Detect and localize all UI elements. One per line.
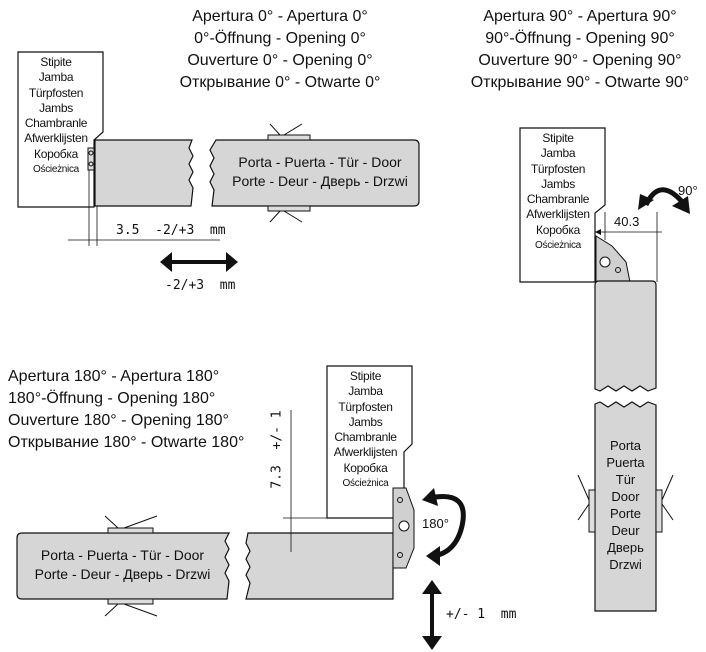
door-line: Porte - Deur - Дверь - Drzwi	[232, 173, 408, 189]
door-word: Door	[611, 489, 640, 504]
opening90-title-line: Ouverture 90° - Opening 90°	[478, 52, 682, 69]
opening180-handle-bottom	[104, 598, 158, 617]
opening180-jamb-labels: Stipite Jamba Türpfosten Jambs Chambranl…	[327, 369, 404, 491]
door-word: Deur	[611, 523, 640, 538]
opening180-rotation-arrow	[422, 488, 466, 566]
opening180-angle-label: 180°	[422, 516, 449, 531]
jamb-label: Chambranle	[334, 430, 397, 445]
opening0-handle-top	[267, 123, 311, 141]
opening90-handle-left	[577, 474, 596, 533]
opening180-title-line: Открывание 180° - Otwarte 180°	[8, 434, 245, 451]
opening180-hinge	[392, 487, 415, 569]
jamb-label: Jambs	[39, 100, 73, 115]
opening0-title: Apertura 0° - Apertura 0° 0°-Öffnung - O…	[150, 6, 410, 94]
jamb-label: Stipite	[542, 131, 574, 145]
opening0-title-line: Apertura 0° - Apertura 0°	[192, 8, 368, 25]
jamb-label: Коробка	[536, 222, 580, 237]
opening90-jamb-shape	[519, 127, 606, 283]
jamb-label: Jamba	[540, 146, 576, 161]
opening90-title-line: Открывание 90° - Otwarte 90°	[470, 74, 690, 91]
jamb-label: Afwerklijsten	[333, 445, 398, 460]
door-line: Porta - Puerta - Tür - Door	[238, 154, 402, 170]
opening180-vertical-label: 7.3 +/- 1	[269, 410, 285, 489]
opening0-gap-dimension	[68, 170, 220, 246]
opening0-adjust-label: -2/+3 mm	[165, 278, 236, 293]
door-word: Puerta	[606, 455, 645, 470]
opening90-title-line: 90°-Öffnung - Opening 90°	[485, 30, 675, 47]
opening90-jamb-labels: Stipite Jamba Türpfosten Jambs Chambranl…	[520, 131, 596, 253]
opening180-door-left-part	[16, 532, 230, 600]
jamb-label: Stipite	[40, 55, 72, 69]
opening180-adjust-arrow	[422, 580, 442, 650]
opening90-distance-label: 40.3	[614, 214, 640, 229]
jamb-label: Ościeżnica	[33, 164, 79, 176]
opening90-door-bottom-part	[594, 401, 657, 612]
door-word: Porte	[609, 506, 642, 521]
jamb-label: Коробка	[343, 460, 388, 475]
jamb-label: Jambs	[348, 414, 383, 429]
opening180-adjust-label: +/- 1 mm	[446, 607, 517, 622]
opening180-title-line: Ouverture 180° - Opening 180°	[8, 412, 229, 429]
opening180-title-line: 180°-Öffnung - Opening 180°	[8, 390, 216, 407]
opening0-door-right-part	[209, 139, 420, 207]
jamb-label: Türpfosten	[338, 399, 393, 414]
opening0-jamb-labels: Stipite Jamba Türpfosten Jambs Chambranl…	[18, 55, 94, 177]
jamb-label: Afwerklijsten	[526, 207, 590, 222]
opening0-adjust-arrow	[160, 252, 238, 272]
jamb-label: Jamba	[38, 70, 74, 85]
opening90-hinge	[595, 235, 631, 283]
opening90-title-line: Apertura 90° - Apertura 90°	[483, 8, 677, 25]
opening90-angle-label: 90°	[678, 183, 698, 198]
opening180-handle-top	[104, 515, 158, 534]
opening180-title: Apertura 180° - Apertura 180° 180°-Öffnu…	[8, 366, 270, 454]
opening90-handle-right	[655, 474, 674, 533]
jamb-label: Chambranle	[526, 192, 590, 207]
jamb-label: Afwerklijsten	[24, 131, 88, 146]
door-word: Porta	[609, 438, 642, 453]
opening0-handle-bottom	[267, 205, 311, 223]
door-line: Porta - Puerta - Tür - Door	[40, 547, 205, 563]
jamb-label: Stipite	[349, 369, 382, 383]
jamb-label: Коробка	[34, 146, 78, 161]
opening0-jamb-shape	[17, 51, 104, 208]
opening180-title-line: Apertura 180° - Apertura 180°	[8, 368, 220, 385]
jamb-label: Ościeżnica	[342, 478, 389, 490]
opening0-hinge	[87, 147, 95, 171]
jamb-label: Jambs	[541, 176, 575, 191]
jamb-label: Chambranle	[24, 116, 88, 131]
opening90-rotation-arrow	[638, 187, 690, 214]
opening90-title: Apertura 90° - Apertura 90° 90°-Öffnung …	[460, 6, 700, 94]
opening0-door-label: Porta - Puerta - Tür - Door Porte - Deur…	[225, 153, 415, 191]
door-word: Drzwi	[609, 557, 642, 572]
opening90-distance-dimension	[595, 212, 662, 282]
opening180-vertical-dimension	[283, 410, 330, 552]
opening180-door-right-part	[245, 532, 394, 600]
opening90-door-label: Porta Puerta Tür Door Porte Deur Дверь D…	[595, 437, 656, 573]
door-line: Porte - Deur - Дверь - Drzwi	[34, 566, 211, 582]
door-word: Tür	[615, 472, 636, 487]
opening0-title-line: Открывание 0° - Otwarte 0°	[179, 74, 381, 91]
opening0-gap-label: 3.5 -2/+3 mm	[116, 223, 226, 238]
opening0-title-line: 0°-Öffnung - Opening 0°	[194, 30, 366, 47]
jamb-label: Ościeżnica	[535, 240, 581, 252]
jamb-label: Türpfosten	[530, 161, 586, 176]
jamb-label: Türpfosten	[28, 85, 84, 100]
opening0-title-line: Ouverture 0° - Opening 0°	[187, 52, 373, 69]
door-word: Дверь	[607, 540, 644, 555]
opening180-door-label: Porta - Puerta - Tür - Door Porte - Deur…	[20, 546, 225, 584]
jamb-label: Jamba	[348, 384, 383, 399]
opening0-door-left-part	[94, 139, 194, 207]
opening90-door-top-part	[594, 280, 657, 392]
